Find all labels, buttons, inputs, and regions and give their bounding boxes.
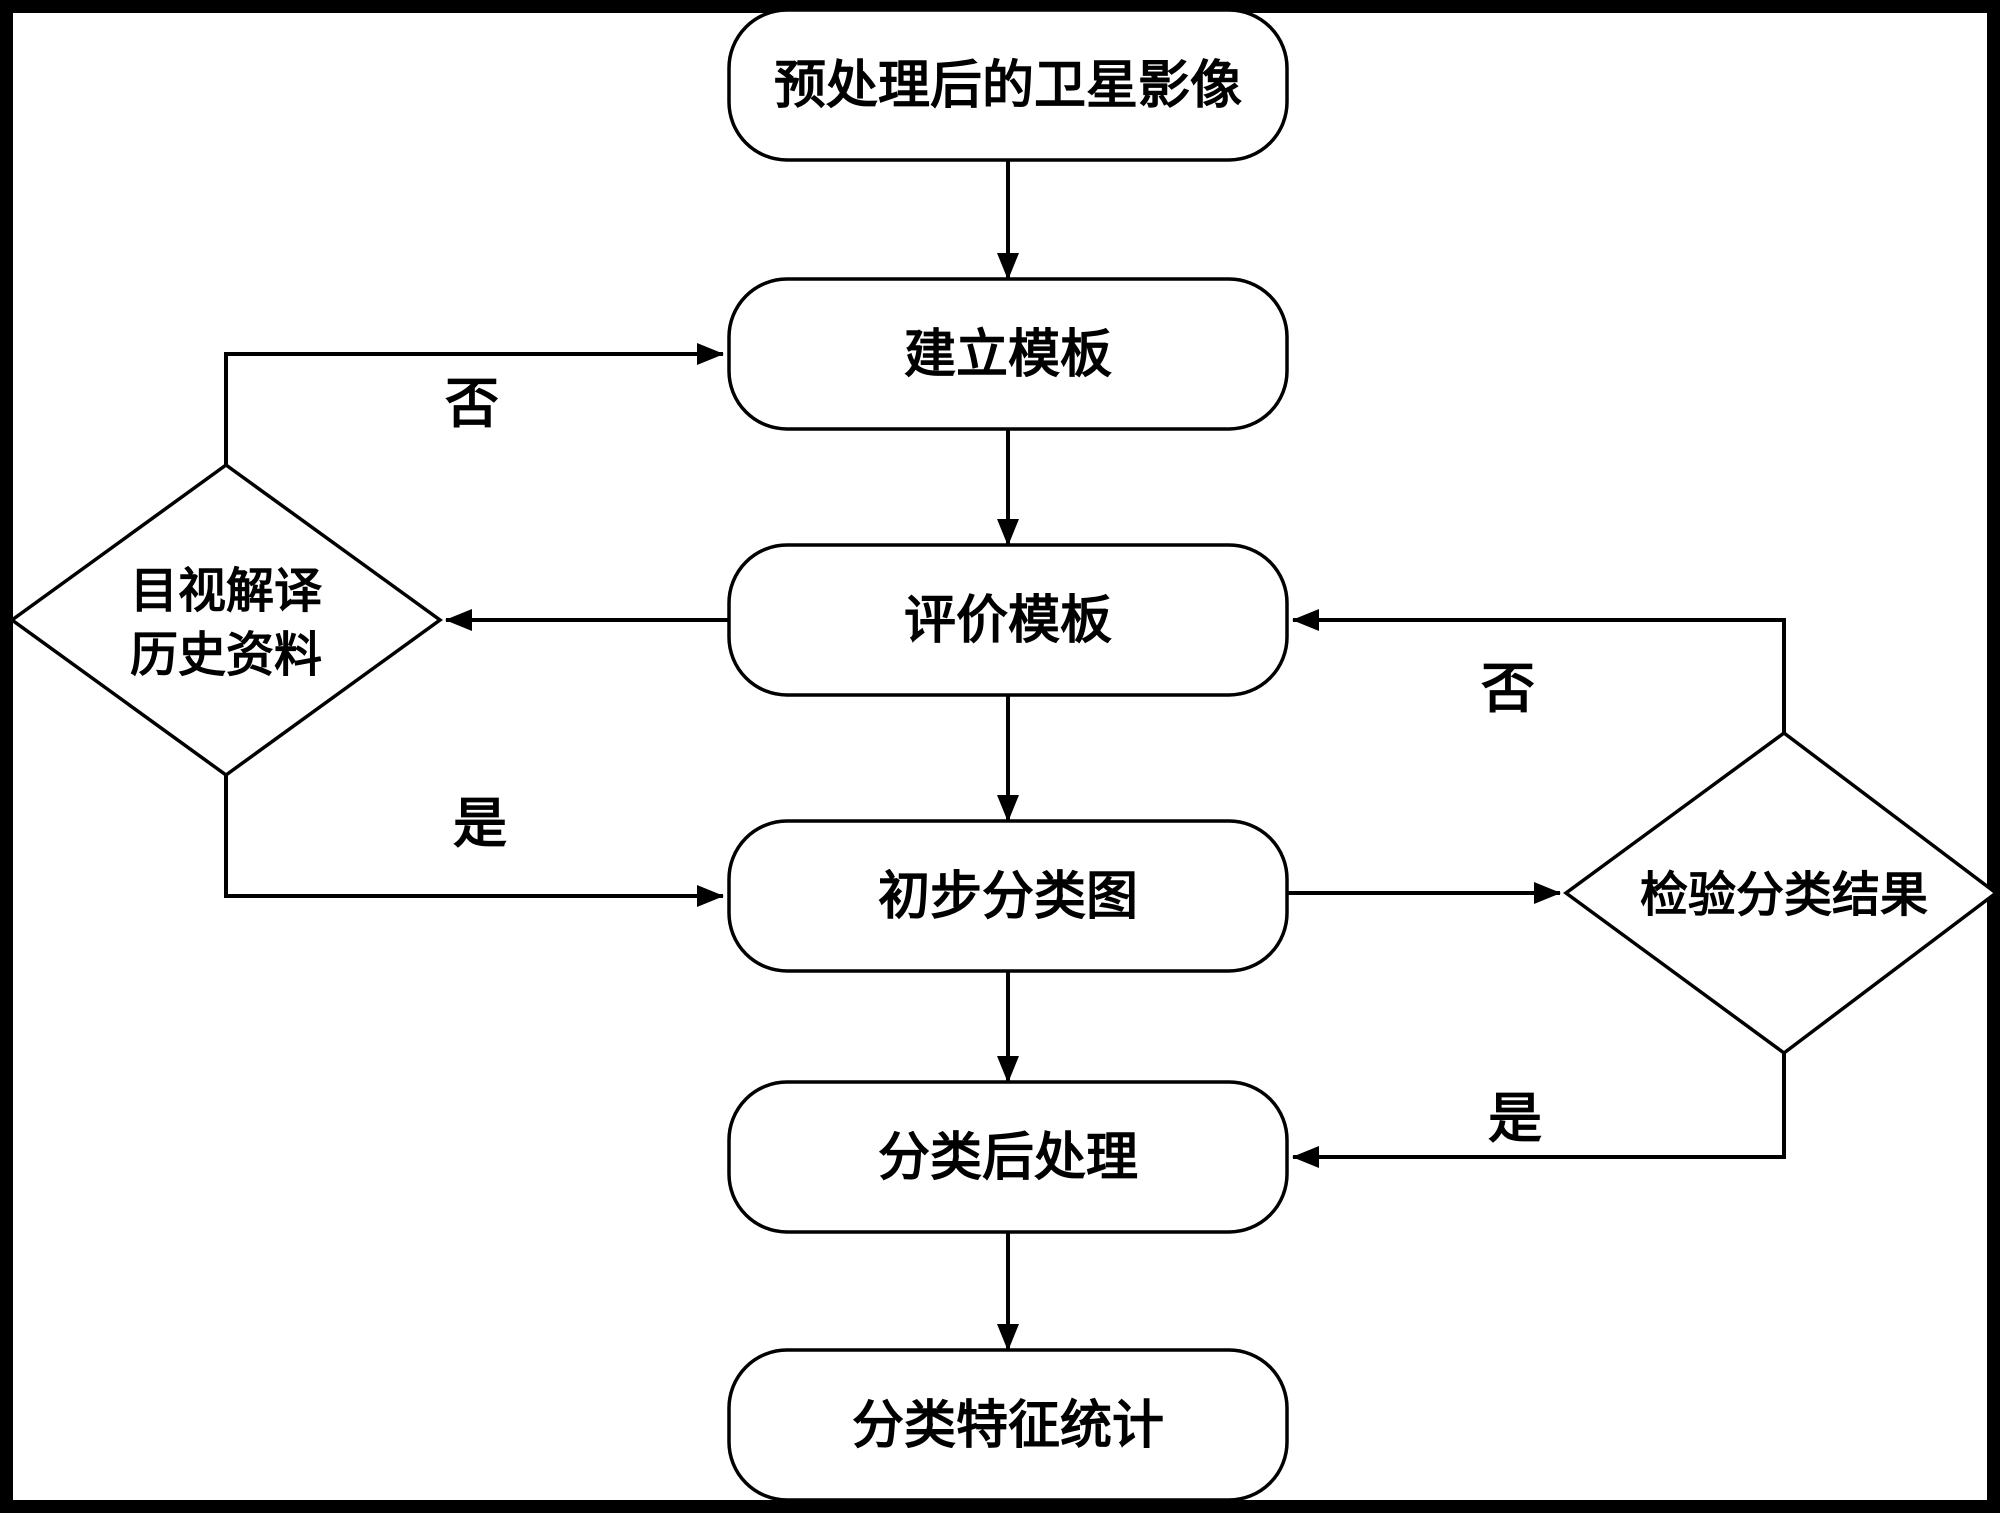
node-preliminary-classification-map-label: 初步分类图	[878, 868, 1138, 926]
node-check-classification-result: 检验分类结果	[1563, 730, 1999, 1056]
node-post-classification-processing-label: 分类后处理	[878, 1129, 1138, 1187]
node-classification-feature-statistics-shape	[727, 1348, 1289, 1502]
edges	[224, 160, 1786, 1351]
edge-visual-check-yes-to-preliminary	[224, 775, 724, 907]
node-classification-feature-statistics-label: 分类特征统计	[852, 1397, 1164, 1455]
process-nodes: 预处理后的卫星影像 建立模板 评价模板 初步分类图 分类后处理 分类特征统计	[727, 8, 1289, 1502]
node-check-classification-result-label: 检验分类结果	[1640, 869, 1928, 922]
node-visual-interpretation-label-line1: 目视解译	[130, 565, 323, 618]
node-post-classification-processing-shape	[727, 1080, 1289, 1234]
node-classification-feature-statistics: 分类特征统计	[727, 1348, 1289, 1502]
edge-result-check-yes-to-postprocessing	[1292, 1053, 1786, 1168]
decision-nodes: 目视解译 历史资料 检验分类结果	[9, 462, 1999, 1056]
edge-visual-check-no-to-build-template	[224, 343, 724, 465]
edge-labels: 否 是 否 是	[445, 374, 1542, 1149]
node-preliminary-classification-map: 初步分类图	[727, 819, 1289, 973]
node-preprocessed-satellite-image: 预处理后的卫星影像	[727, 8, 1289, 162]
node-visual-interpretation-shape	[9, 462, 443, 778]
node-visual-interpretation-historical-data: 目视解译 历史资料	[9, 462, 443, 778]
node-build-template: 建立模板	[727, 277, 1289, 431]
node-build-template-label: 建立模板	[904, 326, 1112, 384]
node-preprocessed-satellite-image-label: 预处理后的卫星影像	[774, 57, 1242, 115]
node-evaluate-template-shape	[727, 543, 1289, 697]
node-preliminary-classification-map-shape	[727, 819, 1289, 973]
node-build-template-shape	[727, 277, 1289, 431]
node-visual-interpretation-label-line2: 历史资料	[130, 629, 322, 682]
node-evaluate-template: 评价模板	[727, 543, 1289, 697]
node-evaluate-template-label: 评价模板	[904, 592, 1112, 650]
label-no-right: 否	[1481, 659, 1535, 719]
node-check-classification-result-shape	[1563, 730, 1999, 1056]
edge-result-check-no-to-evaluate	[1292, 609, 1786, 733]
label-no-left: 否	[445, 374, 499, 434]
label-yes-left: 是	[453, 794, 507, 854]
label-yes-right: 是	[1488, 1089, 1542, 1149]
node-preprocessed-satellite-image-shape	[727, 8, 1289, 162]
node-post-classification-processing: 分类后处理	[727, 1080, 1289, 1234]
